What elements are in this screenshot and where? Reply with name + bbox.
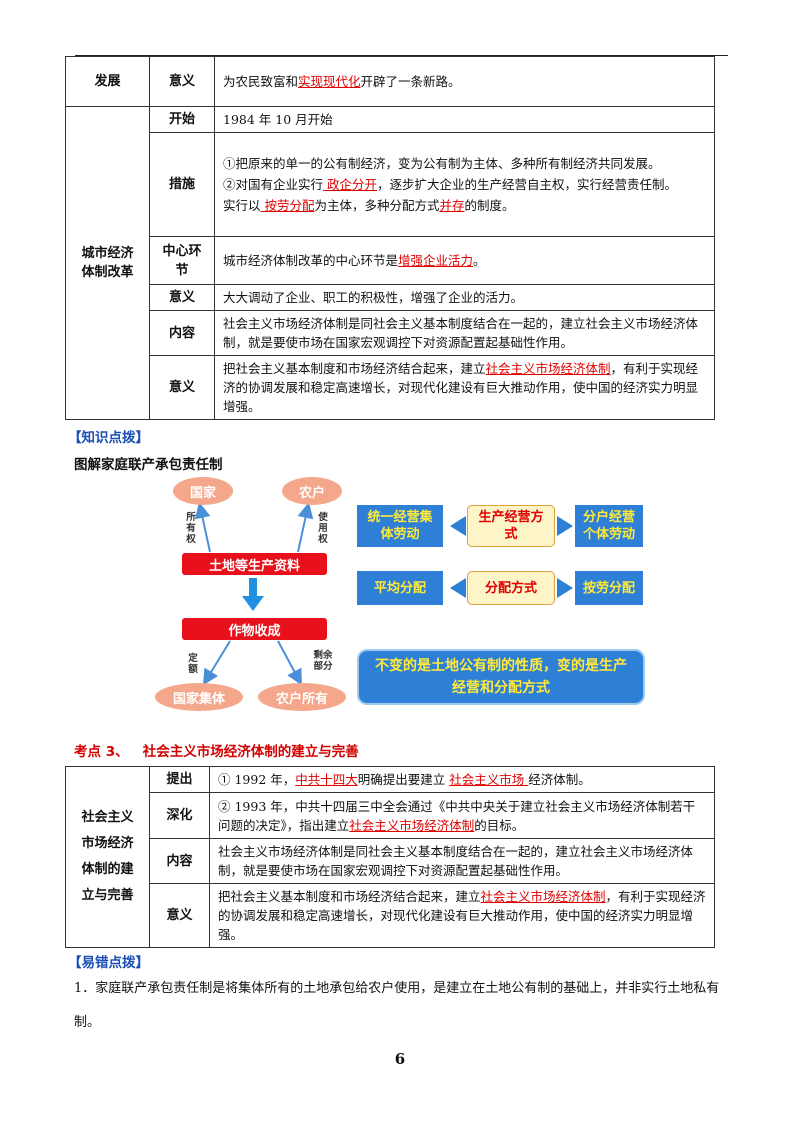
error-label: 【易错点拨】: [68, 955, 149, 971]
page-number: 6: [394, 1050, 406, 1068]
box-equal-distribution: 平均分配: [357, 571, 443, 605]
cell-center-link: 中心环节: [149, 236, 215, 285]
cell-measures-text: ①把原来的单一的公有制经济，变为公有制为主体、多种所有制经济共同发展。 ②对国有…: [214, 132, 715, 237]
cell-deepen-text: ② 1993 年，中共十四届三中全会通过《中共中央关于建立社会主义市场经济体制若…: [209, 792, 715, 839]
cell-significance: 意义: [149, 56, 215, 107]
node-crop: 作物收成: [182, 618, 327, 640]
reform-table: 发展 意义 为农民致富和实现现代化开辟了一条新路。 城市经济体制改革 开始 19…: [65, 56, 715, 420]
cell-center-text: 城市经济体制改革的中心环节是增强企业活力。: [214, 236, 715, 285]
label-use-right: 使用权: [318, 512, 328, 545]
cell-measures: 措施: [149, 132, 215, 237]
cell-development: 发展: [65, 56, 150, 107]
box-labor-distribution: 按劳分配: [575, 571, 643, 605]
label-surplus: 剩余部分: [313, 650, 333, 672]
cell-dev-text: 为农民致富和实现现代化开辟了一条新路。: [214, 56, 715, 107]
cell-content-text: 社会主义市场经济体制是同社会主义基本制度结合在一起的，建立社会主义市场经济体制，…: [214, 310, 715, 356]
note-1: 1．家庭联产承包责任制是将集体所有的土地承包给农户使用，是建立在土地公有制的基础…: [74, 981, 720, 1030]
box-collective-labor: 统一经营集体劳动: [357, 505, 443, 547]
box-household-labor: 分户经营个体劳动: [575, 505, 643, 547]
cell-propose-text: ① 1992 年，中共十四大明确提出要建立 社会主义市场 经济体制。: [209, 766, 715, 793]
market-economy-table: 社会主义市场经济体制的建立与完善 提出 ① 1992 年，中共十四大明确提出要建…: [65, 766, 715, 948]
knowledge-label: 【知识点拨】: [68, 430, 149, 446]
box-distribution-mode: 分配方式: [467, 571, 555, 605]
label-ownership: 所有权: [186, 512, 196, 545]
kaodian-heading: 考点 3、 社会主义市场经济体制的建立与完善: [74, 744, 359, 760]
cell-market-section: 社会主义市场经济体制的建立与完善: [65, 766, 150, 948]
cell-deepen: 深化: [149, 792, 210, 839]
node-land: 土地等生产资料: [182, 553, 327, 575]
node-farmer-own: 农户所有: [258, 683, 346, 711]
cell-content-2: 内容: [149, 838, 210, 884]
cell-propose: 提出: [149, 766, 210, 793]
cell-significance-4: 意义: [149, 883, 210, 948]
box-production-mode: 生产经营方式: [467, 505, 555, 547]
cell-significance-3: 意义: [149, 355, 215, 420]
node-state-collective: 国家集体: [155, 683, 243, 711]
cell-sig4-text: 把社会主义基本制度和市场经济结合起来，建立社会主义市场经济体制，有利于实现经济的…: [209, 883, 715, 948]
diagram-title: 图解家庭联产承包责任制: [74, 457, 223, 473]
header-rule: [75, 55, 728, 56]
node-state: 国家: [173, 477, 233, 505]
label-quota: 定额: [188, 653, 198, 675]
cell-content2-text: 社会主义市场经济体制是同社会主义基本制度结合在一起的，建立社会主义市场经济体制，…: [209, 838, 715, 884]
cell-city-reform: 城市经济体制改革: [65, 106, 150, 420]
node-farmer: 农户: [282, 477, 342, 505]
cell-sig2-text: 把社会主义基本制度和市场经济结合起来，建立社会主义市场经济体制，有利于实现经济的…: [214, 355, 715, 420]
cell-start-text: 1984 年 10 月开始: [214, 106, 715, 133]
summary-band: 不变的是土地公有制的性质，变的是生产经营和分配方式: [357, 649, 645, 705]
